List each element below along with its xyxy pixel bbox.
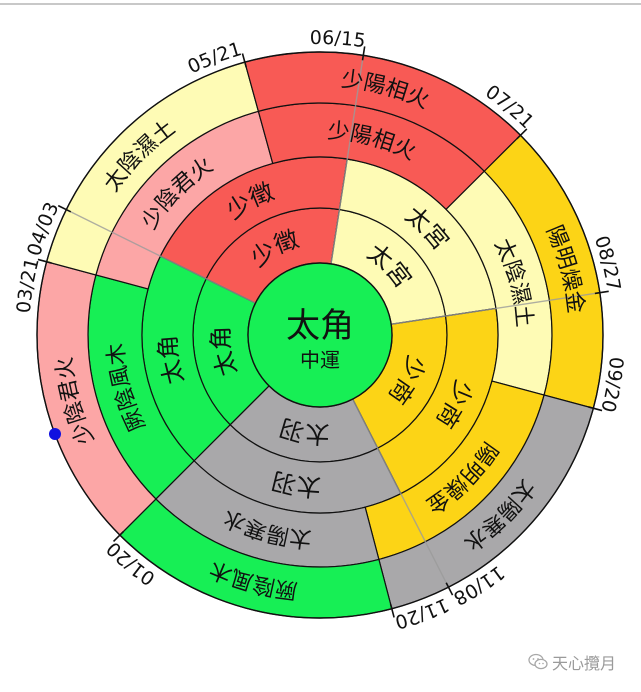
date-tick (389, 603, 395, 618)
date-tick (594, 290, 609, 295)
center-circle (247, 262, 393, 408)
top-divider (0, 3, 641, 5)
date-tick (112, 531, 124, 543)
watermark: 天心攬月 (528, 650, 616, 674)
date-tick (361, 46, 366, 61)
date-tick (37, 258, 52, 264)
guide-line (352, 398, 450, 588)
center-title: 太角 (286, 306, 354, 346)
date-tick (588, 406, 603, 412)
ring-segments (36, 51, 604, 619)
date-tick (57, 204, 72, 213)
guide-lines (65, 55, 600, 588)
outer-rim (36, 51, 604, 619)
guide-line (330, 55, 364, 264)
date-label: 06/15 (310, 27, 367, 52)
wechat-icon (528, 653, 548, 671)
guide-line (391, 291, 600, 325)
date-tick (445, 582, 454, 596)
date-tick (241, 53, 247, 68)
date-ticks: 03/2104/0305/2106/1507/2108/2709/2011/08… (13, 27, 627, 633)
center-hub: 太角 中運 (247, 262, 393, 408)
position-marker[interactable] (49, 428, 61, 440)
watermark-text: 天心攬月 (552, 654, 617, 673)
date-tick (516, 128, 528, 140)
guide-line (65, 208, 256, 304)
center-subtitle: 中運 (300, 348, 340, 372)
